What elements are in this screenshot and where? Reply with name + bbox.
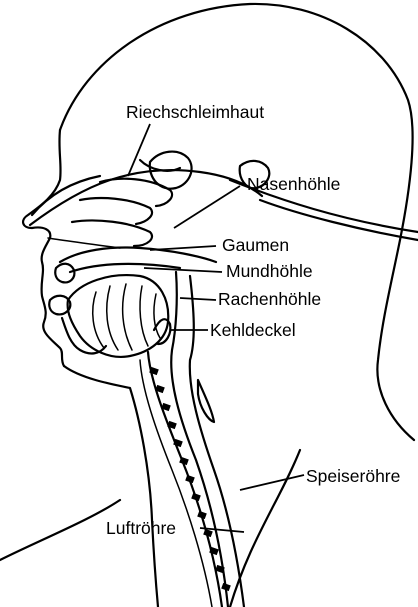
nasal-cavity-shape bbox=[30, 152, 418, 248]
label-speiseroehre: Speiseröhre bbox=[306, 466, 400, 486]
label-gaumen: Gaumen bbox=[222, 235, 289, 255]
label-rachenhoehle: Rachenhöhle bbox=[218, 289, 321, 309]
leader-mundhoehle bbox=[144, 268, 222, 272]
label-luftroehre: Luftröhre bbox=[106, 518, 176, 538]
label-riechschleimhaut: Riechschleimhaut bbox=[126, 102, 264, 122]
mouth-and-palate-shape bbox=[49, 248, 216, 357]
leader-rachenhoehle bbox=[180, 298, 216, 300]
label-nasenhoehle: Nasenhöhle bbox=[247, 174, 340, 194]
leader-nasenhoehle bbox=[174, 186, 240, 228]
head-outline bbox=[0, 4, 414, 607]
trachea-rings bbox=[149, 367, 231, 591]
label-kehldeckel: Kehldeckel bbox=[210, 320, 296, 340]
label-mundhoehle: Mundhöhle bbox=[226, 261, 313, 281]
leader-speiseroehre bbox=[240, 475, 304, 490]
leader-riechschleimhaut bbox=[128, 124, 150, 176]
leader-gaumen bbox=[150, 246, 216, 250]
